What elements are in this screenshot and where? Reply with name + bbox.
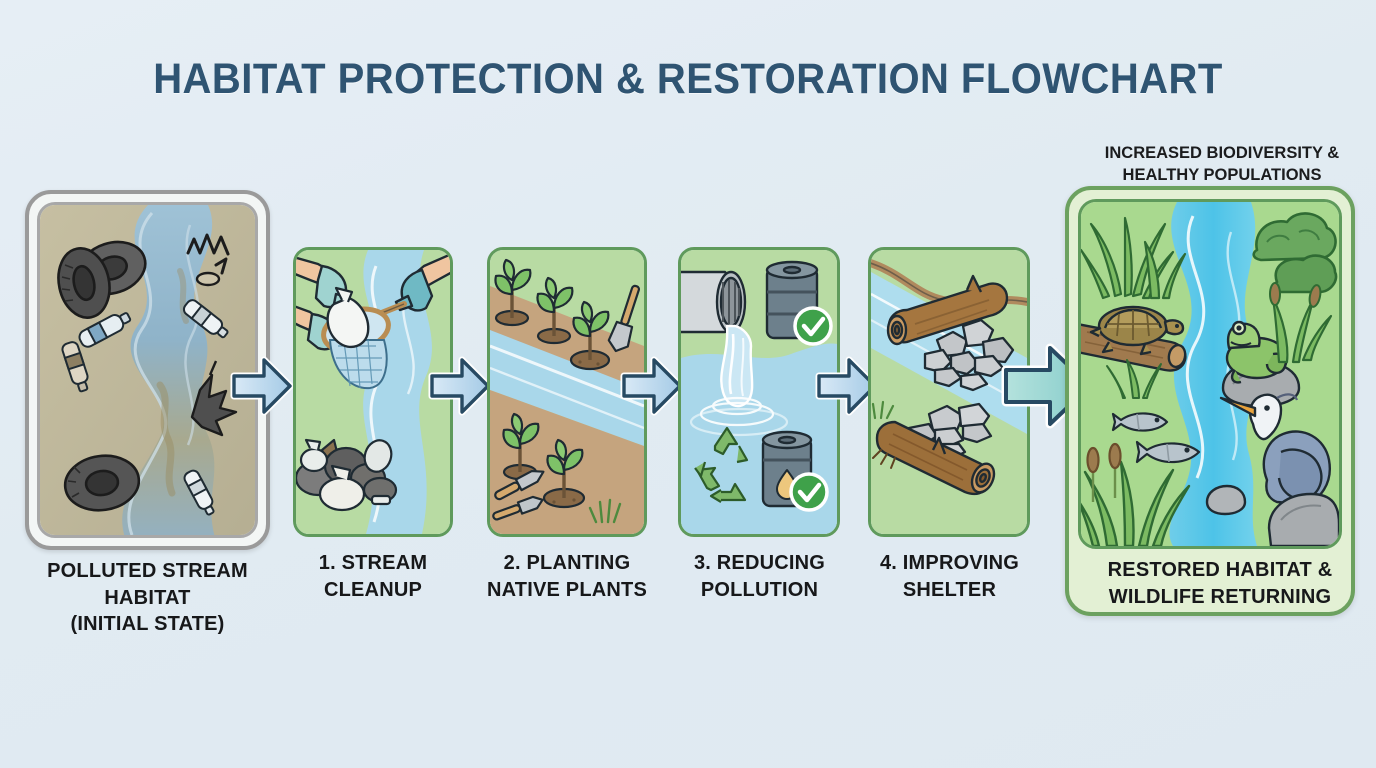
caption-line: WILDLIFE RETURNING	[1108, 585, 1332, 608]
caption-step-4: 4. IMPROVING SHELTER	[862, 550, 1037, 603]
heron-icon	[1219, 393, 1331, 536]
caption-line: SHELTER	[902, 578, 997, 601]
panel-initial[interactable]	[37, 202, 258, 538]
trash-pile-icon	[296, 438, 398, 512]
sapling-icon	[542, 438, 586, 509]
check-badge-icon	[789, 472, 829, 512]
shrub-icon	[1252, 212, 1338, 294]
log-icon	[872, 420, 996, 496]
planting-illustration	[490, 250, 644, 534]
caption-line: (INITIAL STATE)	[70, 613, 225, 636]
fish-icon	[1111, 412, 1169, 432]
tire-icon	[63, 454, 141, 512]
caption-line: NATIVE PLANTS	[486, 578, 647, 601]
reeds-icon	[1106, 359, 1162, 399]
caption-step-2: 2. PLANTING NATIVE PLANTS	[477, 550, 657, 603]
arrow-1	[230, 352, 294, 420]
arrow-2	[428, 352, 492, 420]
spade-icon	[607, 284, 641, 353]
debris-icon	[190, 360, 238, 437]
cattail-icon	[1081, 460, 1191, 546]
cattail-icon	[1086, 442, 1122, 502]
gloved-hand-icon	[394, 253, 450, 312]
caption-line: 1. STREAM	[318, 552, 428, 574]
arrow-3	[620, 352, 684, 420]
caption-line: 3. REDUCING	[693, 552, 826, 574]
caption-line: HABITAT	[104, 586, 191, 609]
trowel-icon	[492, 495, 544, 521]
turtle-icon	[1089, 305, 1185, 356]
trowel-icon	[494, 469, 545, 501]
caption-line: POLLUTED STREAM	[47, 560, 248, 582]
plastic-bottle-icon	[183, 469, 215, 516]
debris-icon	[186, 233, 230, 287]
frog-icon	[1225, 320, 1289, 384]
polluted-stream-illustration	[40, 205, 255, 535]
plastic-bottle-icon	[182, 299, 229, 339]
caption-line: POLLUTION	[700, 578, 819, 601]
recycling-icon	[694, 426, 749, 503]
fish-icon	[1135, 440, 1201, 464]
plastic-bottle-icon	[61, 341, 89, 393]
tire-icon	[57, 240, 147, 319]
log-icon	[886, 274, 1009, 346]
rock-pile-icon	[923, 318, 1015, 392]
caption-line: HEALTHY POPULATIONS	[1122, 165, 1322, 184]
panel-step-2[interactable]	[487, 247, 647, 537]
caption-step-3: 3. REDUCING POLLUTION	[672, 550, 847, 603]
check-badge-icon	[793, 306, 833, 346]
plastic-bottle-icon	[78, 312, 132, 348]
caption-line: CLEANUP	[323, 578, 423, 601]
caption-step-1: 1. STREAM CLEANUP	[288, 550, 458, 603]
panel-step-3[interactable]	[678, 247, 840, 537]
caption-final: RESTORED HABITAT & WILDLIFE RETURNING	[1072, 557, 1368, 610]
caption-line: RESTORED HABITAT &	[1107, 559, 1333, 581]
reeds-icon	[1143, 240, 1187, 300]
restored-habitat-illustration	[1081, 202, 1339, 546]
page-title: HABITAT PROTECTION & RESTORATION FLOWCHA…	[153, 55, 1223, 103]
outflow-pipe-icon	[681, 270, 747, 334]
panel-step-1[interactable]	[293, 247, 453, 537]
caption-line: 2. PLANTING	[503, 552, 631, 574]
sapling-icon	[536, 276, 574, 345]
grass-icon	[588, 498, 622, 524]
panel-final[interactable]	[1078, 199, 1342, 549]
sapling-icon	[494, 258, 532, 327]
caption-top-final: INCREASED BIODIVERSITY & HEALTHY POPULAT…	[1072, 143, 1372, 187]
stream-cleanup-illustration	[296, 250, 450, 534]
sapling-icon	[569, 300, 611, 371]
caption-line: INCREASED BIODIVERSITY &	[1104, 144, 1340, 162]
reducing-pollution-illustration	[681, 250, 837, 534]
panel-step-4[interactable]	[868, 247, 1030, 537]
caption-initial: POLLUTED STREAM HABITAT (INITIAL STATE)	[15, 558, 280, 638]
improving-shelter-illustration	[871, 250, 1027, 534]
arrow-4	[815, 352, 879, 420]
caption-line: 4. IMPROVING	[879, 552, 1020, 574]
reeds-icon	[1269, 282, 1333, 364]
grass-icon	[871, 400, 895, 420]
